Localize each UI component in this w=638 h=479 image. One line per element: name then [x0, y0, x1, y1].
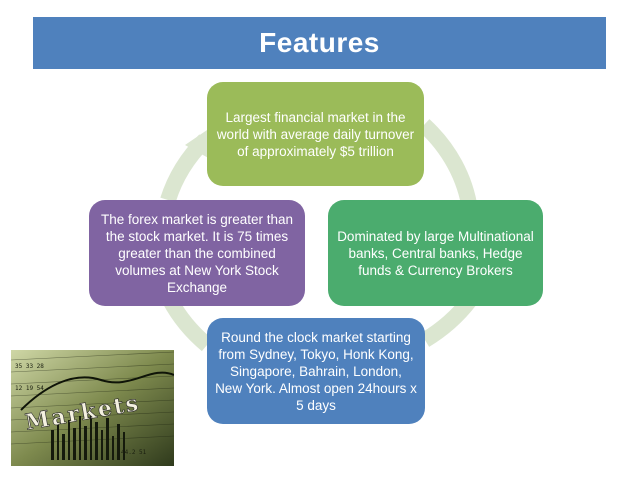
cycle-arrow-top-right	[418, 119, 478, 212]
svg-text:44.2 51: 44.2 51	[121, 449, 147, 456]
markets-photo: 35 33 28 12 19 54 44.2 51 Markets	[11, 350, 174, 466]
cycle-arrow-bottom-left	[162, 296, 213, 352]
title-banner: Features	[33, 17, 606, 69]
cycle-arrow-bottom-right	[420, 294, 477, 347]
slide-title: Features	[259, 27, 380, 58]
feature-trading-hours: Round the clock market starting from Syd…	[207, 318, 425, 424]
feature-trading-hours-text: Round the clock market starting from Syd…	[215, 329, 417, 413]
cycle-arrowhead	[185, 128, 212, 160]
svg-text:35 33 28: 35 33 28	[15, 363, 44, 370]
feature-vs-stock-market-text: The forex market is greater than the sto…	[100, 211, 294, 295]
svg-text:12 19 54: 12 19 54	[15, 385, 44, 392]
feature-participants-text: Dominated by large Multinational banks, …	[337, 228, 534, 278]
feature-vs-stock-market: The forex market is greater than the sto…	[89, 200, 305, 306]
feature-market-size-text: Largest financial market in the world wi…	[216, 109, 415, 159]
feature-market-size: Largest financial market in the world wi…	[207, 82, 424, 186]
feature-participants: Dominated by large Multinational banks, …	[328, 200, 543, 306]
